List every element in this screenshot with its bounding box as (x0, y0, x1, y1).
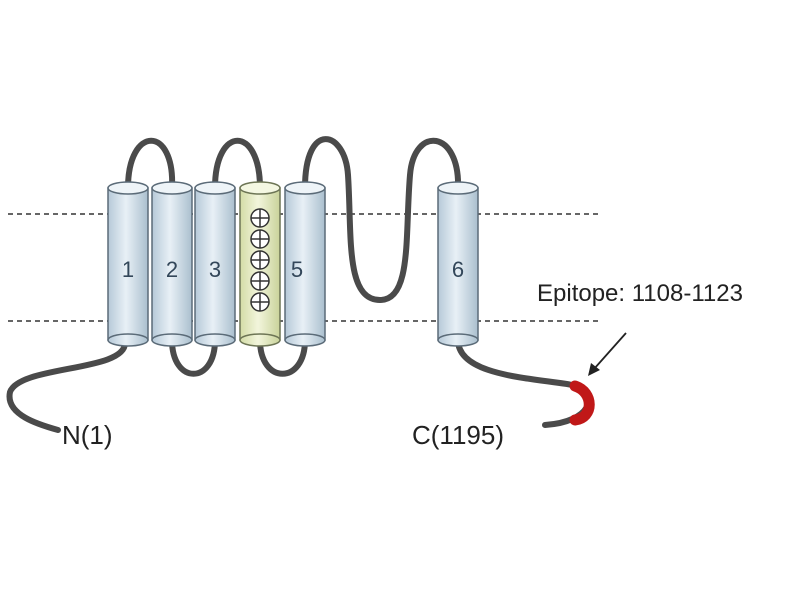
loop-2-3-intracellular (169, 337, 218, 377)
helix-2: 2 (151, 181, 193, 347)
loop-1-2-extracellular (125, 137, 176, 191)
helix-5: 5 (284, 181, 326, 347)
helix-4-charged (239, 181, 281, 347)
c-terminus-label: C(1195) (412, 420, 504, 450)
n-terminal-tail (6, 340, 128, 433)
helix-3-label: 3 (209, 257, 221, 282)
helix-1-label: 1 (122, 257, 134, 282)
positive-charge-icons (250, 208, 270, 312)
helix-5-label: 5 (291, 257, 303, 282)
n-terminus-label: N(1) (62, 420, 113, 450)
loop-5-6-long (302, 136, 462, 304)
epitope-label: Epitope: 1108-1123 (537, 280, 743, 307)
helix-6-label: 6 (452, 257, 464, 282)
loop-4-5-intracellular (257, 337, 308, 377)
positive-charge-icon (250, 250, 270, 270)
positive-charge-icon (250, 229, 270, 249)
helix-1: 1 (107, 181, 149, 347)
helix-3: 3 (194, 181, 236, 347)
positive-charge-icon (250, 292, 270, 312)
positive-charge-icon (250, 271, 270, 291)
positive-charge-icon (250, 208, 270, 228)
epitope-arrow (588, 332, 627, 376)
helix-2-label: 2 (166, 257, 178, 282)
epitope-marker (569, 380, 595, 426)
loop-3-4-extracellular (212, 137, 263, 191)
c-terminal-tail (455, 337, 592, 428)
helix-6: 6 (437, 181, 479, 347)
